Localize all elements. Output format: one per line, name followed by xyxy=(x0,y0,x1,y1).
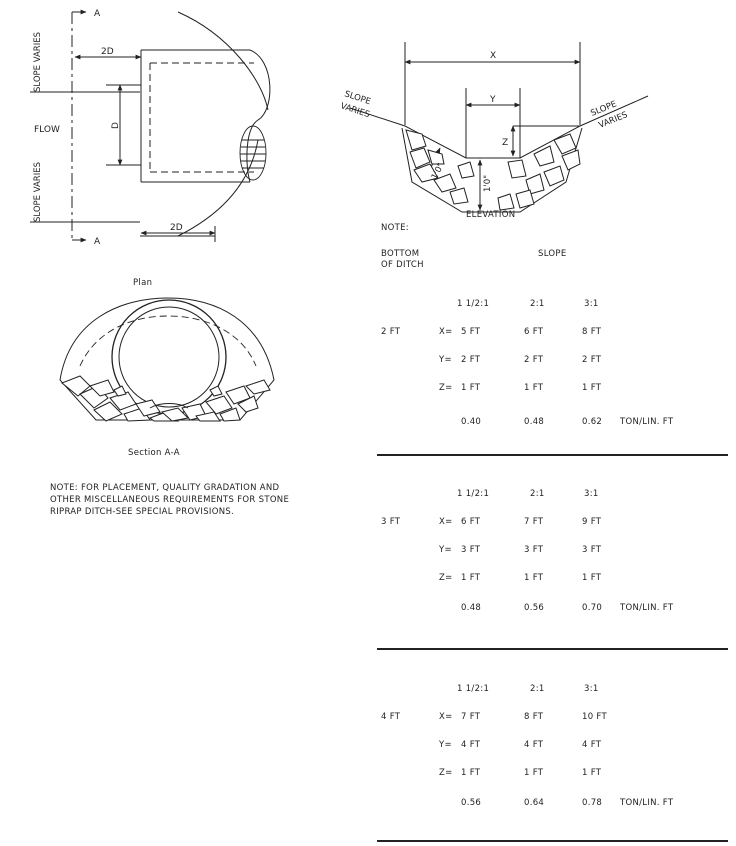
bottom-width-cell: 4 FT xyxy=(381,712,401,722)
slope-ratio-1: 1 1/2:1 xyxy=(457,684,490,694)
ton-unit-label: TON/LIN. FT xyxy=(620,603,674,613)
z-value-cell: 1 FT xyxy=(582,573,602,583)
section-marker-top: A xyxy=(94,9,101,19)
riprap-outline xyxy=(177,11,269,111)
ton-value-cell: 0.78 xyxy=(582,798,603,808)
dim-y-label: Y xyxy=(489,95,496,105)
x-value-cell: 8 FT xyxy=(582,327,602,337)
dim-x-label: X xyxy=(490,51,496,61)
z-value-cell: 1 FT xyxy=(461,383,481,393)
z-value-cell: 1 FT xyxy=(461,573,481,583)
dim-2d-top: 2D xyxy=(101,47,114,57)
group-divider xyxy=(377,648,728,650)
row-label-z: Z= xyxy=(439,768,453,778)
ton-value-cell: 0.48 xyxy=(461,603,482,613)
bottom-of-ditch-header-2: OF DITCH xyxy=(381,260,424,270)
y-value-cell: 4 FT xyxy=(524,740,544,750)
section-caption: Section A-A xyxy=(128,448,180,458)
riprap-lining-outline xyxy=(401,127,583,213)
y-value-cell: 2 FT xyxy=(582,355,602,365)
x-value-cell: 8 FT xyxy=(524,712,544,722)
group-divider xyxy=(377,840,728,842)
elevation-caption: ELEVATION xyxy=(466,210,516,220)
dim-1ft-vertical-label: 1'0" xyxy=(483,175,493,192)
y-value-cell: 3 FT xyxy=(461,545,481,555)
slope-varies-bottom: SLOPE VARIES xyxy=(33,162,43,222)
pipe-break xyxy=(246,49,271,183)
row-label-y: Y= xyxy=(439,545,452,555)
z-value-cell: 1 FT xyxy=(461,768,481,778)
plan-view: A A 2D 2D D FLOW SLOPE VARIES SLOPE VARI… xyxy=(30,9,271,247)
ton-value-cell: 0.48 xyxy=(524,417,545,427)
bottom-width-cell: 2 FT xyxy=(381,327,401,337)
x-value-cell: 7 FT xyxy=(524,517,544,527)
ton-value-cell: 0.40 xyxy=(461,417,482,427)
ton-value-cell: 0.56 xyxy=(524,603,545,613)
x-value-cell: 7 FT xyxy=(461,712,481,722)
y-value-cell: 4 FT xyxy=(582,740,602,750)
y-value-cell: 2 FT xyxy=(524,355,544,365)
slope-ratio-2: 2:1 xyxy=(530,299,545,309)
slope-header: SLOPE xyxy=(538,249,567,259)
row-label-x: X= xyxy=(439,327,453,337)
plan-caption: Plan xyxy=(133,278,153,288)
row-label-y: Y= xyxy=(439,740,452,750)
y-value-cell: 4 FT xyxy=(461,740,481,750)
z-value-cell: 1 FT xyxy=(524,573,544,583)
row-label-x: X= xyxy=(439,712,453,722)
slope-ratio-3: 3:1 xyxy=(584,299,599,309)
riprap-stones xyxy=(61,375,271,422)
ton-value-cell: 0.64 xyxy=(524,798,545,808)
row-label-y: Y= xyxy=(439,355,452,365)
section-dashed-arc xyxy=(79,315,257,367)
z-value-cell: 1 FT xyxy=(524,383,544,393)
pipe-circle-inner xyxy=(118,306,220,408)
pipe-cross-section xyxy=(239,125,267,181)
dim-z-label: Z xyxy=(502,138,508,148)
slope-ratio-3: 3:1 xyxy=(584,684,599,694)
slope-ratio-2: 2:1 xyxy=(530,684,545,694)
ton-unit-label: TON/LIN. FT xyxy=(620,798,674,808)
dim-d-label: D xyxy=(111,122,121,129)
x-value-cell: 5 FT xyxy=(461,327,481,337)
y-value-cell: 3 FT xyxy=(524,545,544,555)
dim-2d-bottom: 2D xyxy=(170,223,183,233)
ton-value-cell: 0.62 xyxy=(582,417,603,427)
riprap-placement-note: NOTE: FOR PLACEMENT, QUALITY GRADATION A… xyxy=(50,483,290,517)
slope-ratio-2: 2:1 xyxy=(530,489,545,499)
x-value-cell: 9 FT xyxy=(582,517,602,527)
z-value-cell: 1 FT xyxy=(582,383,602,393)
section-dome xyxy=(59,297,275,421)
x-value-cell: 6 FT xyxy=(461,517,481,527)
z-value-cell: 1 FT xyxy=(582,768,602,778)
bottom-of-ditch-header: BOTTOM xyxy=(381,249,420,259)
row-label-z: Z= xyxy=(439,383,453,393)
row-label-x: X= xyxy=(439,517,453,527)
y-value-cell: 2 FT xyxy=(461,355,481,365)
row-label-z: Z= xyxy=(439,573,453,583)
section-a-a-view xyxy=(59,297,275,422)
section-marker-bottom: A xyxy=(94,237,101,247)
slope-varies-top: SLOPE VARIES xyxy=(33,32,43,92)
group-divider xyxy=(377,454,728,456)
elevation-view: X Y Z 1'0" 1'0" SLOPE VARIES SLOPE VARIE… xyxy=(339,42,649,213)
x-value-cell: 10 FT xyxy=(582,712,607,722)
slope-ratio-1: 1 1/2:1 xyxy=(457,489,490,499)
x-value-cell: 6 FT xyxy=(524,327,544,337)
ton-value-cell: 0.70 xyxy=(582,603,603,613)
table-note-label: NOTE: xyxy=(381,223,409,233)
ton-value-cell: 0.56 xyxy=(461,798,482,808)
y-value-cell: 3 FT xyxy=(582,545,602,555)
riprap-stones-elevation xyxy=(405,129,581,211)
bottom-width-cell: 3 FT xyxy=(381,517,401,527)
slope-ratio-3: 3:1 xyxy=(584,489,599,499)
ton-unit-label: TON/LIN. FT xyxy=(620,417,674,427)
z-value-cell: 1 FT xyxy=(524,768,544,778)
flow-label: FLOW xyxy=(34,125,60,135)
slope-ratio-1: 1 1/2:1 xyxy=(457,299,490,309)
